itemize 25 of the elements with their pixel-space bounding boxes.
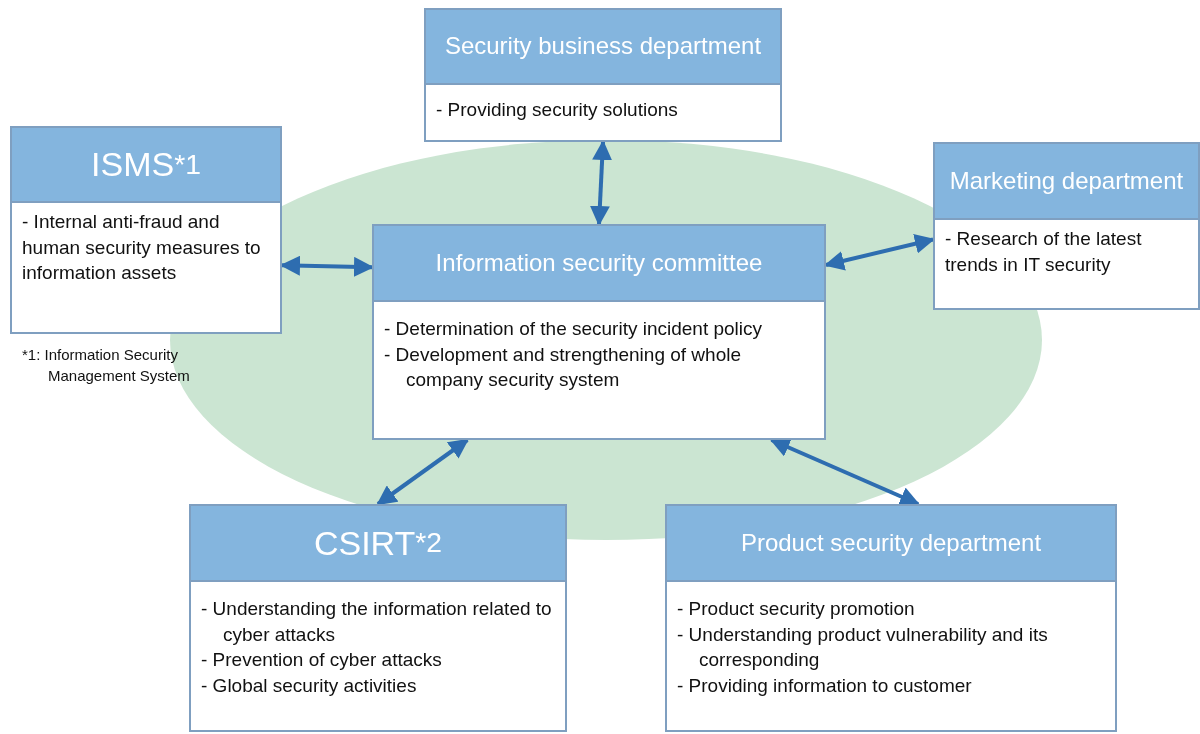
department-card: [10, 126, 282, 334]
double-arrow: [376, 438, 469, 506]
bullet-text: - Development and strengthening of whole company security system: [384, 342, 742, 393]
bullet-text: - Determination of the security incident policy: [384, 317, 764, 341]
bullet-text: - Prevention of cyber attacks: [201, 648, 443, 673]
bullet-text: - Understanding product vulnerability and its corresponding: [677, 622, 1049, 673]
card-title: Security business department: [426, 10, 780, 85]
bullet-text: - Providing security solutions: [436, 98, 679, 122]
bullet-text: - Global security activities: [201, 673, 418, 698]
double-arrow: [589, 140, 613, 226]
bullet-text: - Providing information to customer: [677, 673, 973, 698]
card-title: Marketing department: [935, 144, 1198, 220]
bullet-text: - Understanding the information related to cyber attacks: [201, 597, 553, 647]
bullet-text: - Product security promotion: [677, 597, 916, 621]
footnote: *1: Information Security Management System: [22, 345, 191, 386]
department-card: [665, 504, 1117, 732]
department-card: [372, 224, 826, 440]
department-card: [933, 142, 1200, 310]
bullet-text: - Research of the latest trends in IT security: [945, 227, 1143, 277]
department-card: [189, 504, 567, 732]
card-title: Information security committee: [374, 226, 824, 302]
bullet-text: - Internal anti-fraud and human security measures to information assets: [22, 210, 262, 286]
department-card: [424, 8, 782, 142]
double-arrow: [769, 438, 920, 506]
card-title: Product security department: [667, 506, 1115, 582]
